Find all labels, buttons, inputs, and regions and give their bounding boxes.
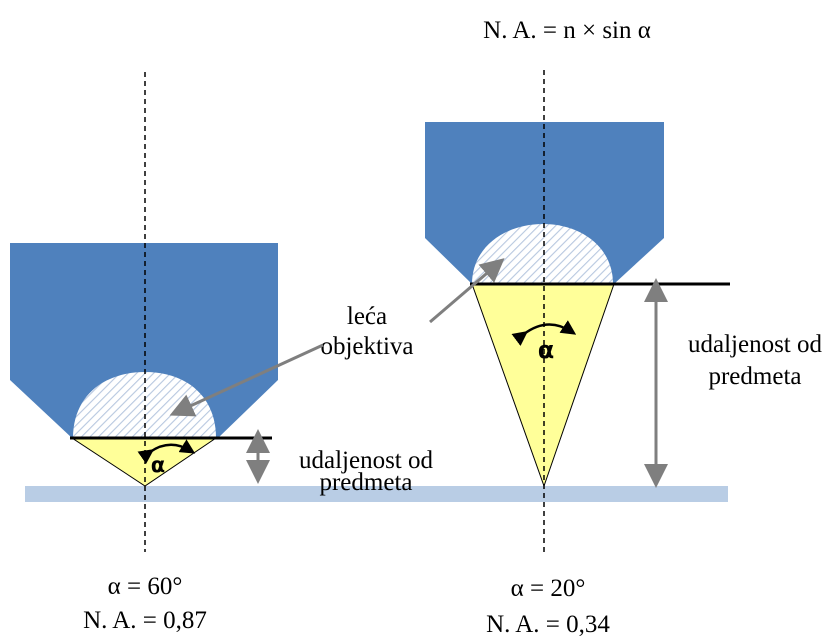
right-angle-arc: [511, 320, 577, 346]
right-lens: [472, 224, 613, 284]
right-angle-symbol: α: [538, 336, 555, 364]
right-objective-body: [425, 122, 664, 284]
left-distance-label-line2: predmeta: [319, 469, 412, 496]
right-distance-label-line1: udaljenost od: [688, 331, 823, 358]
left-angle-arc: [137, 439, 196, 464]
left-light-cone: [70, 437, 218, 487]
left-distance-label-line1: udaljenost od: [299, 447, 434, 474]
right-alpha-value: α = 20°: [511, 575, 586, 602]
lens-pointer-arrow-right: [429, 258, 505, 324]
left-alpha-value: α = 60°: [108, 573, 183, 600]
specimen-slide: [25, 486, 728, 502]
right-na-value: N. A. = 0,34: [486, 611, 610, 638]
left-objective-body: [10, 243, 278, 438]
left-objective: α udaljenost od predmeta α = 60° N. A. =…: [10, 72, 434, 634]
formula-text: N. A. = n × sin α: [483, 17, 651, 44]
right-distance-label-line2: predmeta: [708, 363, 801, 390]
lens-label-line1: leća: [347, 303, 387, 330]
lens-pointer-arrow-left: [169, 343, 324, 417]
left-na-value: N. A. = 0,87: [83, 607, 207, 634]
left-angle-symbol: α: [151, 453, 165, 477]
right-objective: α udaljenost od predmeta α = 20° N. A. =…: [425, 70, 823, 638]
right-light-cone: [471, 283, 615, 488]
lens-label-line2: objektiva: [320, 333, 413, 360]
